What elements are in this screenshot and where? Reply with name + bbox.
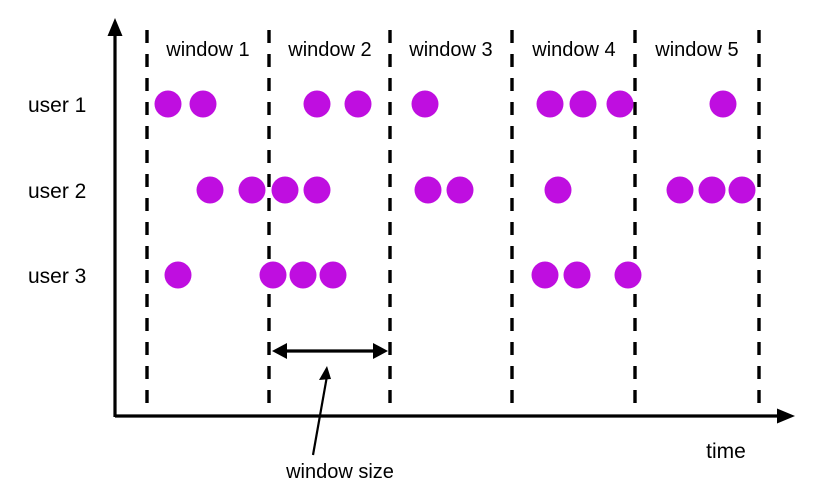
- event-dot-u3-7: [614, 261, 642, 289]
- user-row-label-2: user 2: [28, 180, 86, 203]
- event-dot-u1-1: [154, 90, 182, 118]
- event-dot-u1-4: [344, 90, 372, 118]
- event-dot-u1-5: [411, 90, 439, 118]
- event-dot-u3-6: [563, 261, 591, 289]
- event-dot-u2-8: [666, 176, 694, 204]
- event-dot-u1-7: [569, 90, 597, 118]
- event-dot-u2-5: [414, 176, 442, 204]
- event-dot-u1-2: [189, 90, 217, 118]
- window-label-4: window 4: [531, 39, 615, 61]
- event-dot-u3-5: [531, 261, 559, 289]
- event-dot-u1-8: [606, 90, 634, 118]
- user-row-label-1: user 1: [28, 94, 86, 117]
- event-dot-u2-9: [698, 176, 726, 204]
- event-dot-u3-1: [164, 261, 192, 289]
- window-label-2: window 2: [287, 39, 371, 61]
- event-dot-u3-3: [289, 261, 317, 289]
- event-dot-u3-2: [259, 261, 287, 289]
- window-size-arrowhead-right: [373, 343, 388, 359]
- window-size-label: window size: [285, 461, 394, 483]
- window-size-arrowhead-left: [272, 343, 287, 359]
- x-axis-label: time: [706, 440, 746, 463]
- event-dot-u2-6: [446, 176, 474, 204]
- window-size-leader-line: [311, 375, 329, 456]
- event-dot-u1-9: [709, 90, 737, 118]
- event-dot-u2-2: [238, 176, 266, 204]
- event-dot-u2-10: [728, 176, 756, 204]
- x-axis-arrowhead: [777, 408, 795, 424]
- event-dot-u1-6: [536, 90, 564, 118]
- y-axis-arrowhead: [107, 18, 123, 36]
- event-dot-u2-4: [303, 176, 331, 204]
- event-dot-u2-7: [544, 176, 572, 204]
- window-label-5: window 5: [654, 39, 738, 61]
- event-dot-u1-3: [303, 90, 331, 118]
- window-size-leader-arrowhead: [319, 366, 331, 380]
- user-row-label-3: user 3: [28, 265, 86, 288]
- event-dot-u3-4: [319, 261, 347, 289]
- event-dot-u2-1: [196, 176, 224, 204]
- window-label-3: window 3: [408, 39, 492, 61]
- window-label-1: window 1: [165, 39, 249, 61]
- event-dot-u2-3: [271, 176, 299, 204]
